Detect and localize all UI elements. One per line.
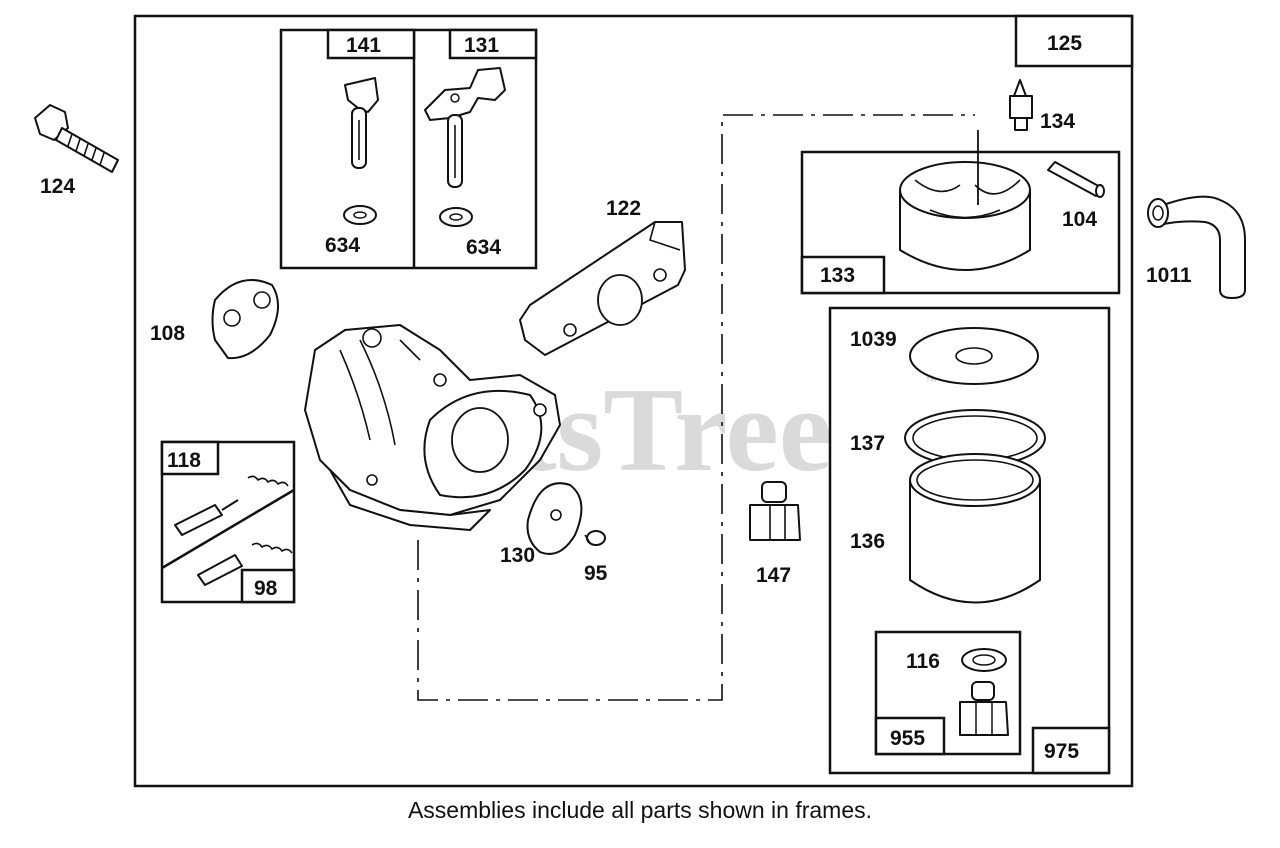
part-label-131[interactable]: 131 xyxy=(464,34,499,57)
bowl-nut-955 xyxy=(959,681,1009,736)
part-label-975[interactable]: 975 xyxy=(1044,740,1079,763)
fuel-line-1011 xyxy=(1147,195,1246,299)
gasket-130 xyxy=(526,482,583,555)
label-box-141 xyxy=(326,28,416,60)
part-label-136[interactable]: 136 xyxy=(850,530,885,553)
part-label-118[interactable]: 118 xyxy=(167,449,201,472)
washer-1039 xyxy=(909,327,1039,385)
label-box-975 xyxy=(1031,726,1111,775)
float-bowl-136 xyxy=(909,453,1041,604)
part-label-134[interactable]: 134 xyxy=(1040,110,1075,133)
part-label-98[interactable]: 98 xyxy=(254,577,278,600)
fitting-147 xyxy=(749,481,801,541)
part-label-130[interactable]: 130 xyxy=(500,544,535,567)
frame-955 xyxy=(874,630,1022,756)
label-box-98 xyxy=(240,568,296,604)
part-label-1039[interactable]: 1039 xyxy=(850,328,897,351)
part-label-634-a[interactable]: 634 xyxy=(325,234,360,257)
float-133 xyxy=(899,130,1031,271)
throttle-stop-screw-98 xyxy=(197,542,293,586)
label-box-131 xyxy=(448,28,538,60)
part-label-124[interactable]: 124 xyxy=(40,175,75,198)
part-label-137[interactable]: 137 xyxy=(850,432,885,455)
part-label-1011[interactable]: 1011 xyxy=(1146,264,1192,287)
part-label-104[interactable]: 104 xyxy=(1062,208,1097,231)
part-label-125[interactable]: 125 xyxy=(1047,32,1082,55)
part-label-955[interactable]: 955 xyxy=(890,727,925,750)
label-box-955 xyxy=(874,716,946,756)
frame-133 xyxy=(800,150,1121,295)
part-label-634-b[interactable]: 634 xyxy=(466,236,501,259)
spacer-gasket-122 xyxy=(519,221,686,356)
carburetor-body xyxy=(304,324,561,531)
dashed-assembly-line xyxy=(417,114,975,701)
frame-141-131 xyxy=(279,28,538,270)
label-box-118 xyxy=(160,440,220,476)
part-label-141[interactable]: 141 xyxy=(346,34,381,57)
frame-975 xyxy=(828,306,1111,775)
part-label-108[interactable]: 108 xyxy=(150,322,185,345)
label-box-133 xyxy=(800,255,886,295)
part-label-147[interactable]: 147 xyxy=(756,564,791,587)
label-box-125 xyxy=(1014,14,1134,68)
part-label-116[interactable]: 116 xyxy=(906,650,940,673)
float-needle-134 xyxy=(1009,79,1033,131)
throttle-shaft-131 xyxy=(424,67,506,188)
idle-mixture-screw-118 xyxy=(174,475,289,536)
frame-118-98 xyxy=(160,440,296,604)
part-label-122[interactable]: 122 xyxy=(606,197,641,220)
choke-plate-108 xyxy=(211,279,279,360)
caption: Assemblies include all parts shown in fr… xyxy=(407,797,873,823)
bolt-124 xyxy=(34,104,119,173)
part-label-95[interactable]: 95 xyxy=(584,562,608,585)
main-assembly-frame xyxy=(133,14,1134,788)
choke-shaft-141 xyxy=(344,77,379,169)
part-label-133[interactable]: 133 xyxy=(820,264,855,287)
hinge-pin-104 xyxy=(1047,161,1105,198)
screw-95 xyxy=(584,530,606,546)
washer-116 xyxy=(961,648,1007,672)
